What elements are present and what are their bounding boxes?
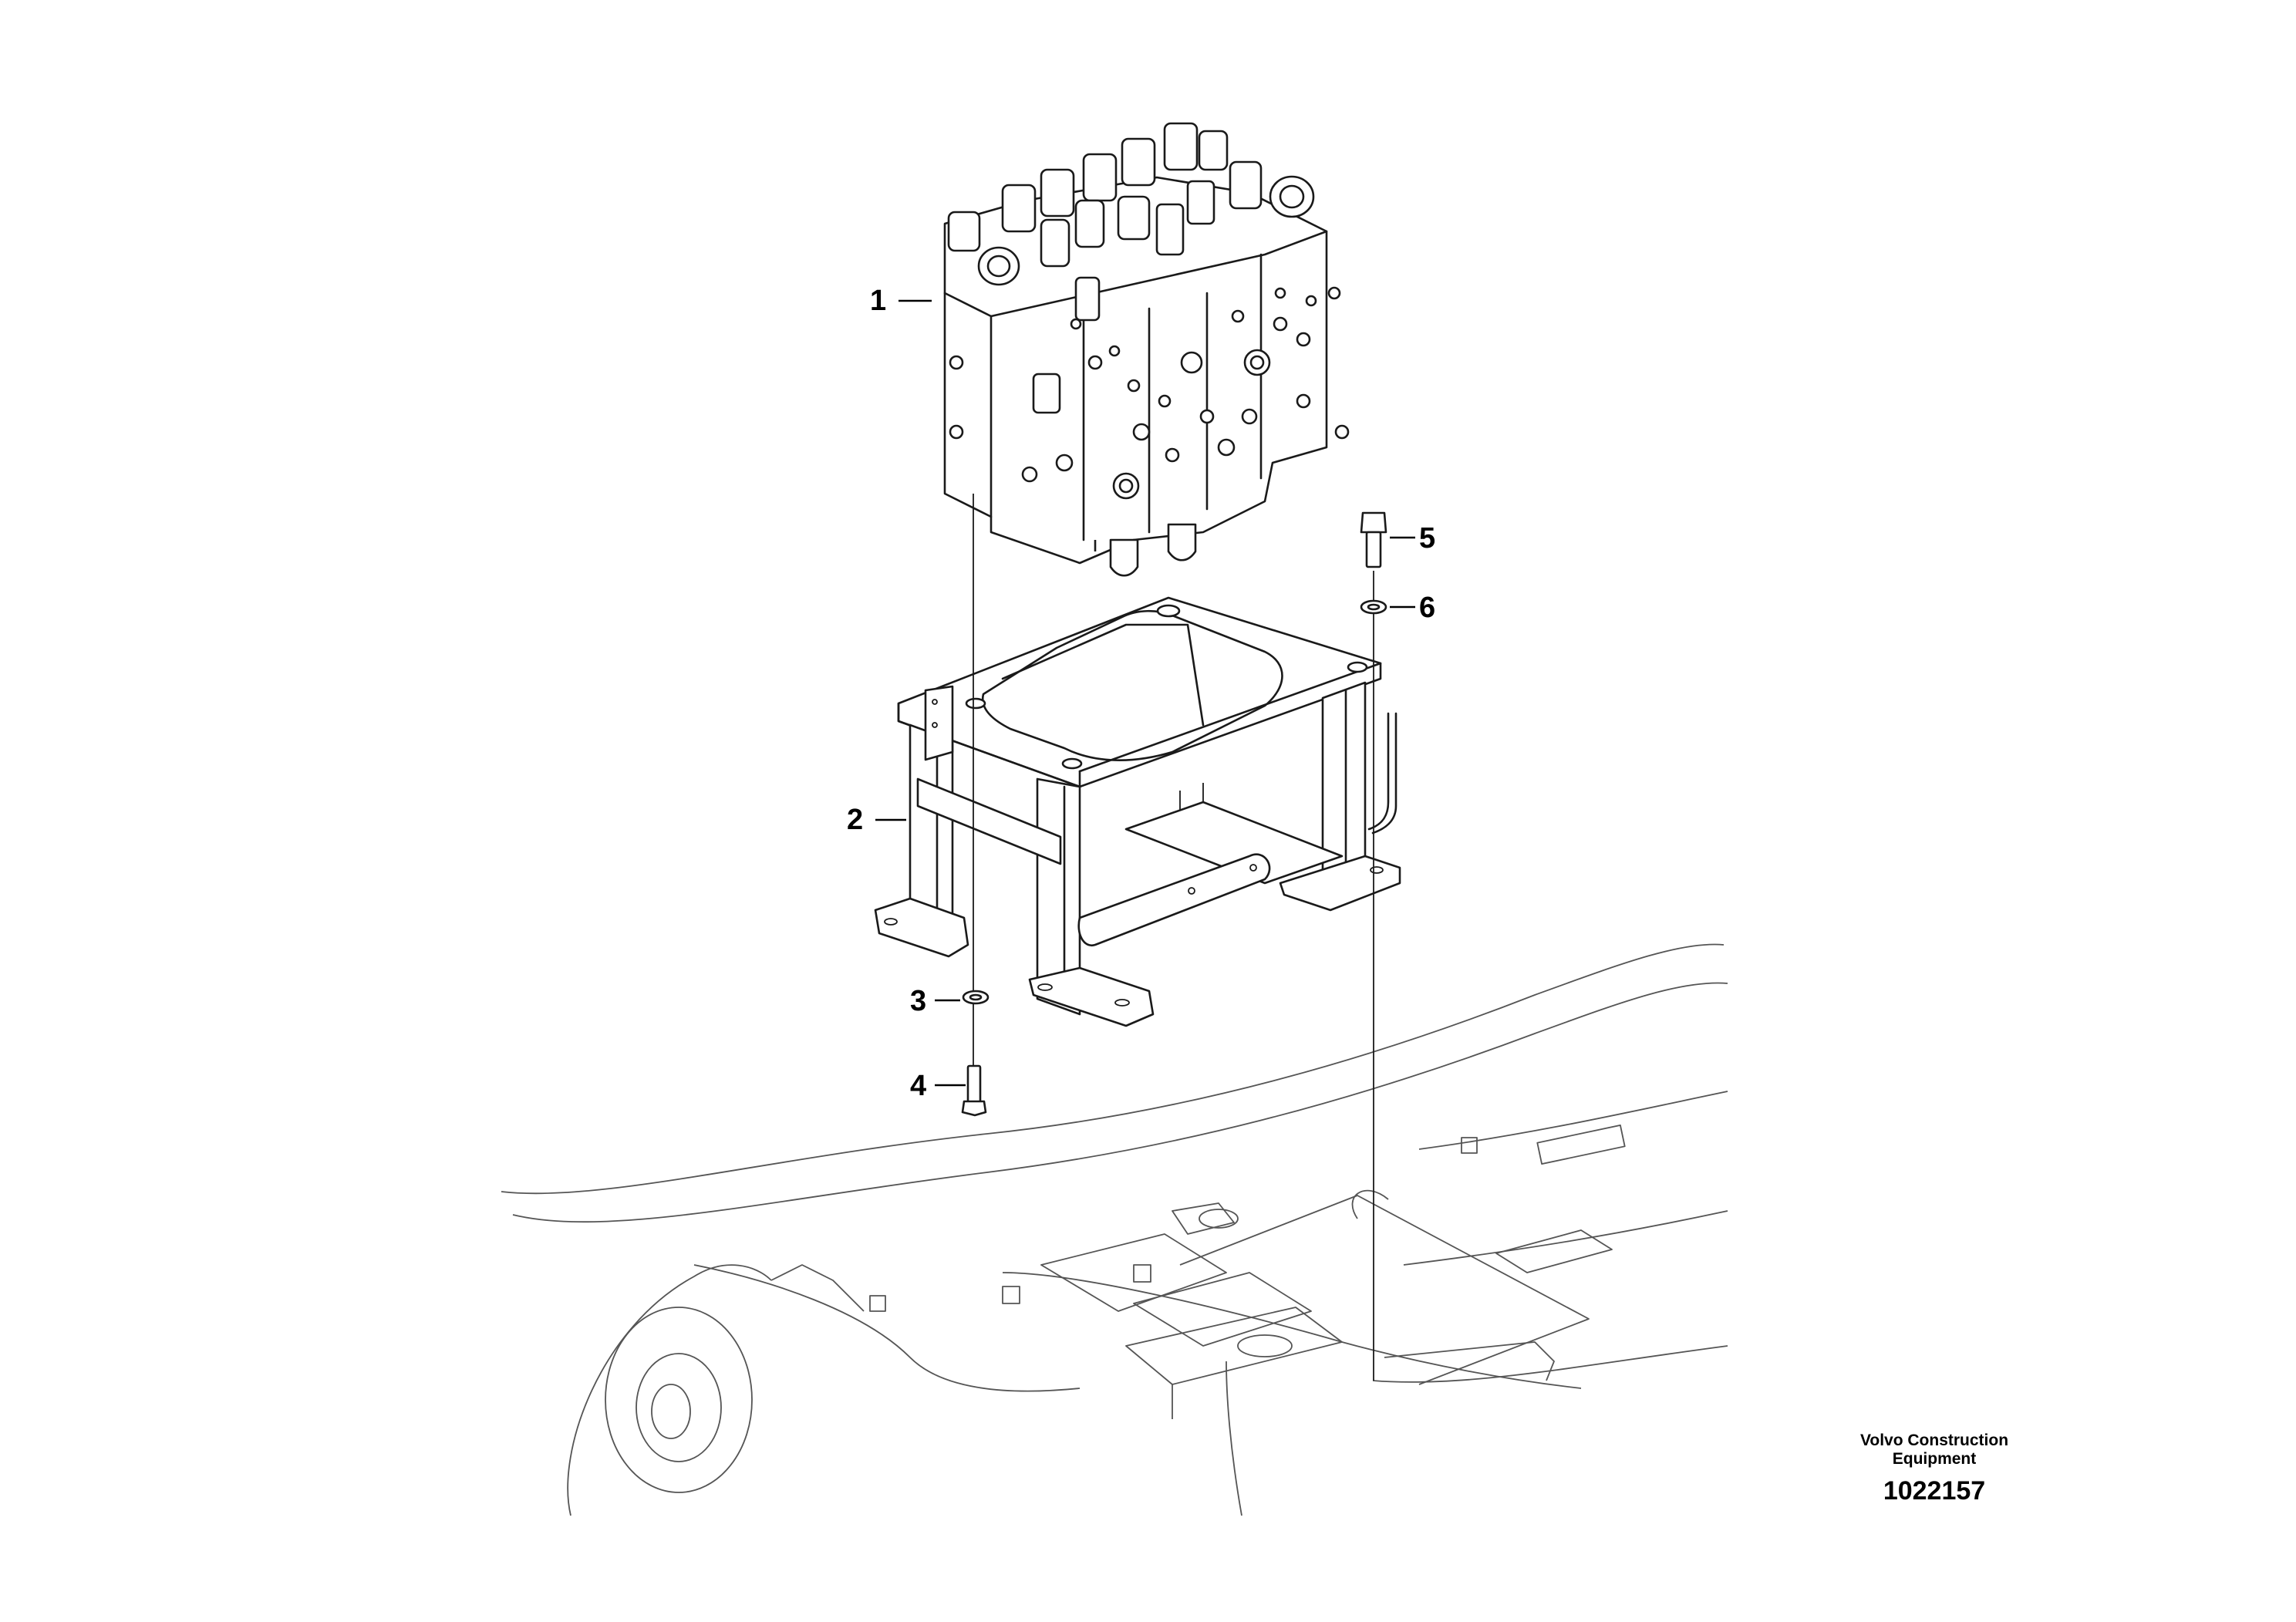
valve-mounting-bracket <box>874 596 1401 1027</box>
company-name-line1: Volvo Construction <box>1860 1431 2008 1449</box>
company-name-line2: Equipment <box>1893 1450 1977 1468</box>
callout-number: 6 <box>1419 592 1435 624</box>
drawing-number: 1022157 <box>1883 1476 1985 1506</box>
drawing-footer: Volvo Construction Equipment 1022157 <box>1860 1431 2008 1506</box>
callout-number: 5 <box>1419 522 1435 555</box>
callout-number: 2 <box>847 804 863 836</box>
bolt-part-5 <box>1360 511 1387 568</box>
main-control-valve <box>943 122 1350 577</box>
bolt-part-4 <box>961 1064 987 1117</box>
washer-part-3 <box>962 990 990 1005</box>
callout-number: 1 <box>870 285 886 317</box>
callout-4: 4 <box>910 1070 966 1102</box>
callout-2: 2 <box>847 804 906 836</box>
callout-number: 4 <box>910 1070 926 1102</box>
callout-number: 3 <box>910 985 926 1017</box>
callout-5: 5 <box>1390 522 1435 555</box>
machine-frame-outline <box>501 943 1728 1516</box>
callout-3: 3 <box>910 985 960 1017</box>
washer-part-6 <box>1360 599 1387 615</box>
callout-1: 1 <box>870 285 932 317</box>
callout-6: 6 <box>1390 592 1435 624</box>
